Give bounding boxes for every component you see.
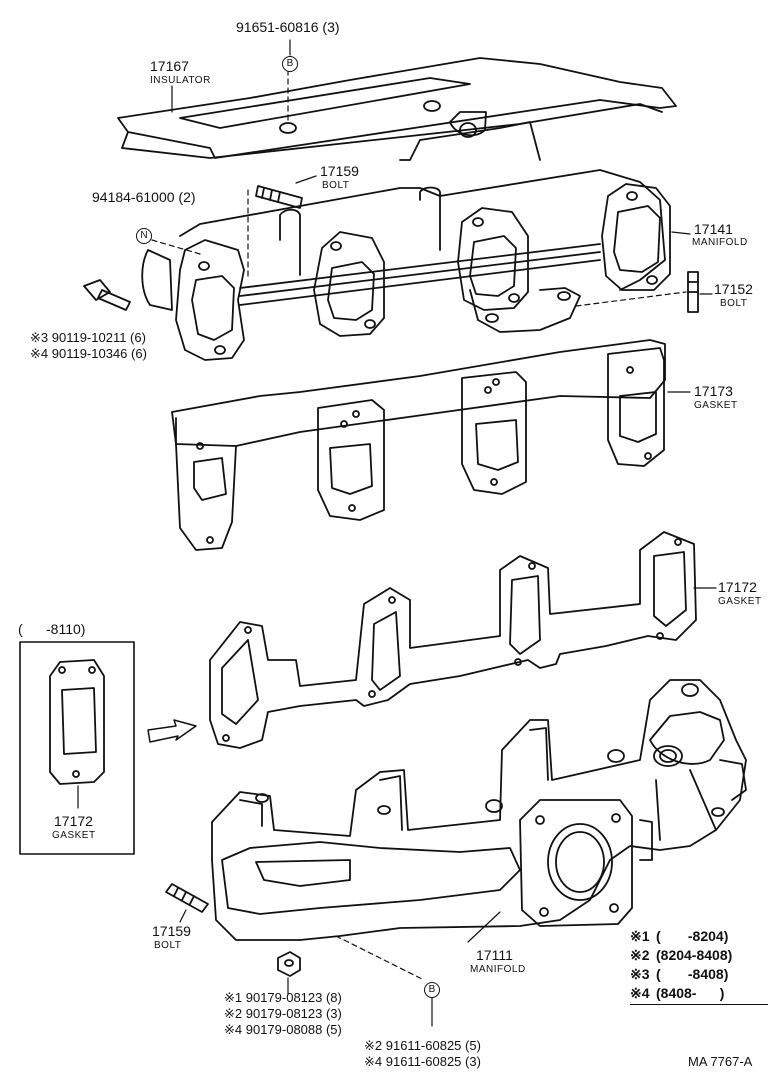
part-17172-b: 17172 [54,813,93,829]
part-90179-2: ※2 90179-08123 (3) [224,1006,342,1021]
inset-box [19,641,135,855]
legend-key: ※1 [630,928,650,944]
part-17172-b-name: GASKET [52,830,96,841]
legend-range: (8408- ) [656,985,725,1001]
part-17173-name: GASKET [694,400,738,411]
stud-17152 [687,271,699,313]
figure-code: MA 7767-A [688,1054,753,1069]
part-17111: 17111 [476,947,513,963]
part-90179-4: ※4 90179-08088 (5) [224,1022,342,1037]
part-91611-4: ※4 91611-60825 (3) [364,1054,481,1069]
legend: ※1 ( -8204) ※2 (8204-8408) ※3 ( -8408) ※… [630,928,776,1005]
bolt-17159-top [255,185,303,209]
inset-range: ( -8110) [18,621,86,637]
legend-range: (8204-8408) [656,947,733,963]
part-17167: 17167 [150,58,189,74]
part-17159-top: 17159 [320,163,359,179]
part-17141-name: MANIFOLD [692,237,748,248]
legend-row: ※1 ( -8204) [630,928,776,947]
part-17159-top-name: BOLT [322,180,350,191]
part-17152: 17152 [714,281,753,297]
legend-row: ※4 (8408- ) [630,985,768,1005]
legend-row: ※3 ( -8408) [630,966,776,985]
part-90179-1: ※1 90179-08123 (8) [224,990,342,1005]
part-17173: 17173 [694,383,733,399]
part-90119-a: ※3 90119-10211 (6) [30,330,146,345]
part-17172-a: 17172 [718,579,757,595]
marker-b-top: B [282,56,298,72]
bolt-90119 [83,279,131,311]
marker-b-bottom: B [424,982,440,998]
legend-range: ( -8408) [656,966,729,982]
part-17141: 17141 [694,221,733,237]
legend-range: ( -8204) [656,928,729,944]
insulator-17167 [117,57,677,161]
part-17152-name: BOLT [720,298,748,309]
gasket-17173 [171,339,666,551]
part-91611-2: ※2 91611-60825 (5) [364,1038,481,1053]
part-17159-bottom-name: BOLT [154,940,182,951]
part-17111-name: MANIFOLD [470,964,526,975]
part-90119-b: ※4 90119-10346 (6) [30,346,147,361]
intake-manifold-17111 [211,679,747,941]
part-91651: 91651-60816 (3) [236,19,340,35]
gasket-17172 [209,531,697,749]
legend-key: ※3 [630,966,650,982]
arrow-icon [147,719,197,743]
part-17167-name: INSULATOR [150,75,211,86]
legend-key: ※2 [630,947,650,963]
legend-row: ※2 (8204-8408) [630,947,776,966]
part-17172-a-name: GASKET [718,596,762,607]
bolt-17159-bottom [165,883,209,913]
legend-key: ※4 [630,985,650,1001]
part-94184: 94184-61000 (2) [92,189,196,205]
nut-90179 [277,951,301,977]
exhaust-manifold-17141 [141,169,671,361]
marker-n: N [136,228,152,244]
part-17159-bottom: 17159 [152,923,191,939]
